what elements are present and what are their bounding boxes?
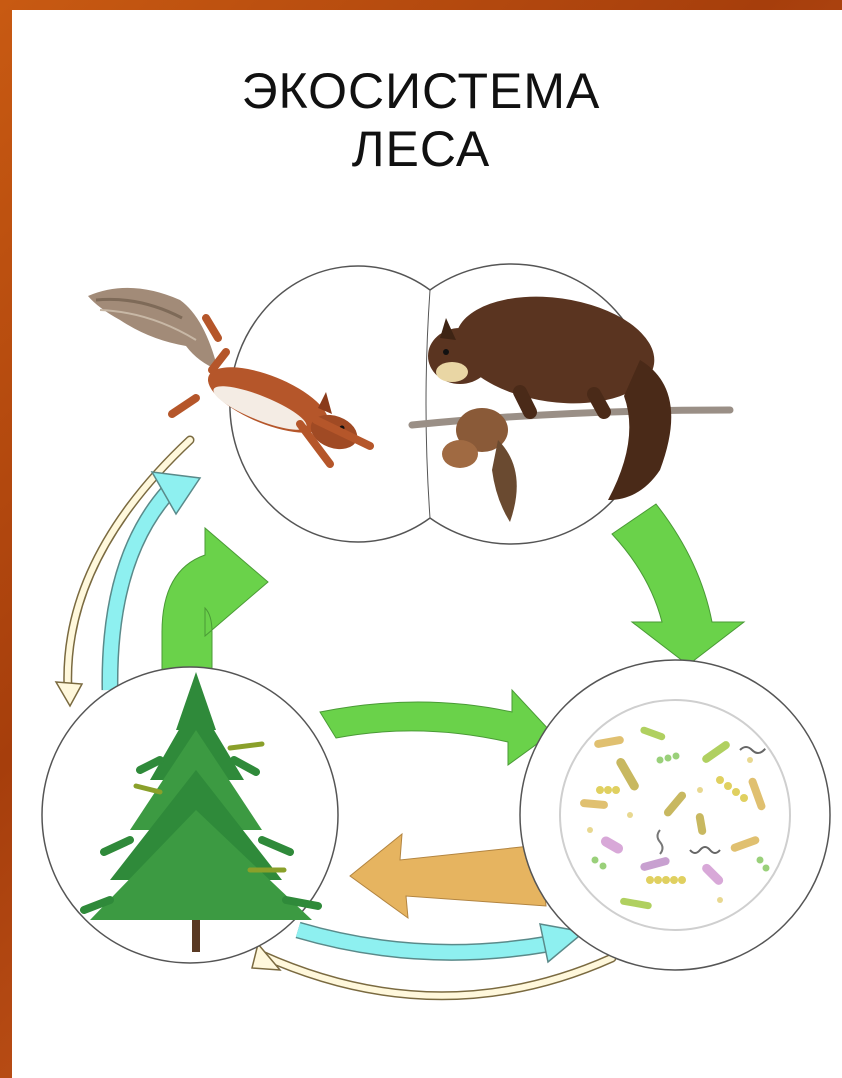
- tan-arrow: [350, 834, 546, 918]
- producers-node: [42, 667, 338, 963]
- decomposers-node: [520, 660, 830, 970]
- green-arrow-right: [612, 504, 744, 665]
- green-arrow-middle: [320, 690, 552, 765]
- cyan-arrow-bottom: [298, 924, 584, 962]
